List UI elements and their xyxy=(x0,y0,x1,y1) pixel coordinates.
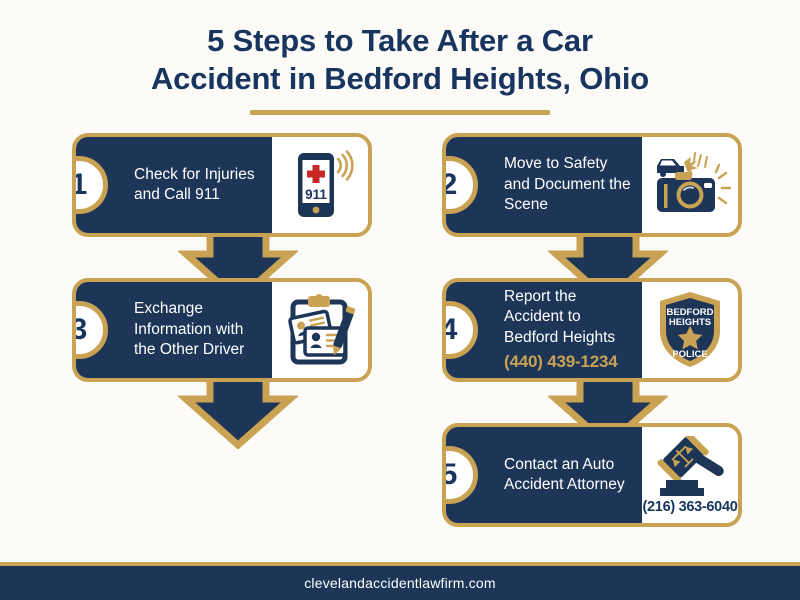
step-card-5[interactable]: Contact an Auto Accident Attorney xyxy=(442,423,742,527)
step-2-label: Move to Safety and Document the Scene xyxy=(504,155,631,214)
step-5-body: Contact an Auto Accident Attorney xyxy=(446,427,642,523)
step-card-2[interactable]: Move to Safety and Document the Scene xyxy=(442,133,742,237)
step-4-phone-number[interactable]: (440) 439-1234 xyxy=(504,351,618,371)
step-2-body: Move to Safety and Document the Scene xyxy=(446,137,642,233)
step-card-4[interactable]: Report the Accident to Bedford Heights (… xyxy=(442,278,742,382)
step-4-body: Report the Accident to Bedford Heights (… xyxy=(446,282,642,378)
step-5-phone-number[interactable]: (216) 363-6040 xyxy=(642,498,738,515)
title-line-2: Accident in Bedford Heights, Ohio xyxy=(150,60,650,96)
step-1-body: Check for Injuries and Call 911 xyxy=(76,137,272,233)
clipboard-id-cards-icon xyxy=(288,294,356,365)
title-underline-rule xyxy=(250,109,550,115)
step-1-label: Check for Injuries and Call 911 xyxy=(134,165,255,203)
step-3-number: 3 xyxy=(72,313,88,346)
title-text: 5 Steps to Take After a Car Accident in … xyxy=(0,22,800,98)
phone-screen-911-text: 911 xyxy=(305,187,327,202)
badge-line-2: HEIGHTS xyxy=(669,317,711,328)
step-card-3[interactable]: Exchange Information with the Other Driv… xyxy=(72,278,372,382)
step-card-1[interactable]: Check for Injuries and Call 911 911 1 xyxy=(72,133,372,237)
camera-crash-scene-icon xyxy=(657,152,731,212)
police-badge-icon: BEDFORD HEIGHTS POLICE xyxy=(660,292,720,367)
step-4-icon-pane: BEDFORD HEIGHTS POLICE xyxy=(642,282,738,378)
page-title: 5 Steps to Take After a Car Accident in … xyxy=(0,22,800,115)
badge-line-1: BEDFORD xyxy=(667,307,714,318)
step-5-number: 5 xyxy=(442,458,458,491)
step-4-number: 4 xyxy=(442,313,458,346)
title-line-1: 5 Steps to Take After a Car xyxy=(207,23,593,58)
step-2-number: 2 xyxy=(442,168,458,201)
footer-website-link[interactable]: clevelandaccidentlawfirm.com xyxy=(304,575,496,591)
footer-bar: clevelandaccidentlawfirm.com xyxy=(0,562,800,600)
step-4-label: Report the Accident to Bedford Heights (… xyxy=(446,287,642,374)
emergency-phone-911-icon: 911 xyxy=(298,150,354,217)
gavel-scales-icon xyxy=(657,435,724,496)
step-3-body: Exchange Information with the Other Driv… xyxy=(76,282,272,378)
step-4-text: Report the Accident to Bedford Heights xyxy=(504,287,616,346)
step-1-icon-pane: 911 xyxy=(272,137,368,233)
step-1-number: 1 xyxy=(72,168,88,201)
step-2-icon-pane xyxy=(642,137,738,233)
step-3-icon-pane xyxy=(272,282,368,378)
step-5-label: Contact an Auto Accident Attorney xyxy=(504,455,625,493)
step-3-label: Exchange Information with the Other Driv… xyxy=(134,300,245,359)
badge-line-3: POLICE xyxy=(672,349,707,360)
step-5-icon-pane: (216) 363-6040 xyxy=(642,427,738,523)
